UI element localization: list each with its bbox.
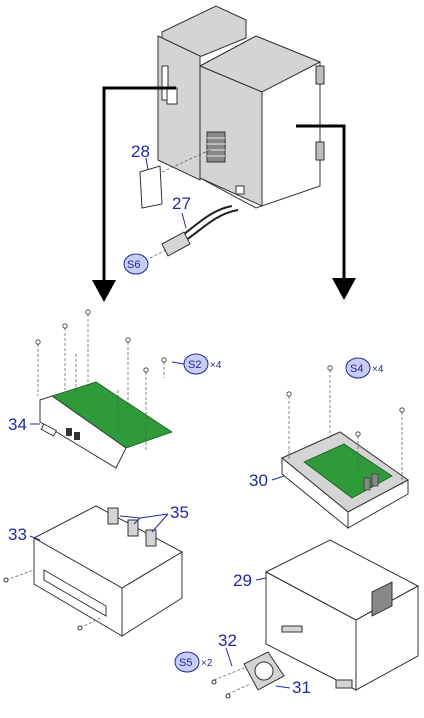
tray-34-front xyxy=(39,395,127,469)
sheet-28 xyxy=(139,165,163,209)
housing-29-latch xyxy=(281,625,303,633)
callout-31: 31 xyxy=(292,678,311,697)
s2-label: S2 xyxy=(188,359,201,371)
small-label xyxy=(235,185,245,195)
assembled-unit xyxy=(157,5,325,209)
callout-29: 29 xyxy=(233,571,252,590)
left-housing xyxy=(157,35,201,181)
screw-callout-s2: S2 ×4 xyxy=(171,353,222,375)
part-27-connector: 27 xyxy=(149,194,239,259)
left-arrow xyxy=(92,86,176,302)
housing-29-foot xyxy=(335,679,353,689)
callout-35: 35 xyxy=(170,503,189,522)
part-35-brackets: 35 xyxy=(107,503,189,547)
s5-qty: ×2 xyxy=(201,658,213,669)
callout-33: 33 xyxy=(8,525,27,544)
s6-label: S6 xyxy=(127,259,140,271)
bracket-2 xyxy=(127,519,139,537)
screw-callout-s5: S5 ×2 xyxy=(174,651,213,673)
part-34-pcb-tray: 34 xyxy=(8,309,173,469)
housing-33-slot xyxy=(43,569,107,617)
connector-b xyxy=(74,432,80,440)
part-30-pcb-tray: 30 xyxy=(249,365,409,530)
bracket-1 xyxy=(107,507,119,525)
s6-circle xyxy=(123,253,149,275)
callout-30: 30 xyxy=(249,471,268,490)
connector-body xyxy=(161,231,191,257)
screw-callout-s6: S6 xyxy=(123,253,149,275)
s5-label: S5 xyxy=(179,657,192,669)
fan-31-blade xyxy=(254,661,274,681)
s4-label: S4 xyxy=(350,363,363,375)
tray-30-side xyxy=(347,479,409,529)
left-port xyxy=(166,87,178,105)
part-31-fan: 31 xyxy=(243,651,311,697)
callout-27: 27 xyxy=(172,194,191,213)
left-slot xyxy=(161,65,169,101)
s2-qty: ×4 xyxy=(210,360,222,371)
relay-2 xyxy=(371,473,379,487)
part-32-washer: 32 xyxy=(211,631,251,699)
part-33-housing: 33 xyxy=(3,505,184,637)
housing-29-vent xyxy=(371,581,393,617)
hinge-top xyxy=(315,65,325,85)
callout-32: 32 xyxy=(218,631,237,650)
connector-a xyxy=(66,428,72,436)
s4-qty: ×4 xyxy=(372,364,384,375)
callout-34: 34 xyxy=(8,415,27,434)
part-29-housing: 29 xyxy=(233,539,420,691)
hinge-bottom xyxy=(315,141,325,161)
bracket-3 xyxy=(145,529,157,547)
right-arrow xyxy=(296,124,356,300)
housing-33-side xyxy=(121,551,183,637)
relay-1 xyxy=(363,477,371,491)
vent-grille xyxy=(206,131,226,163)
screw-callout-s4: S4 ×4 xyxy=(345,357,384,379)
part-28-sheet: 28 xyxy=(131,142,211,209)
callout-28: 28 xyxy=(131,142,150,161)
